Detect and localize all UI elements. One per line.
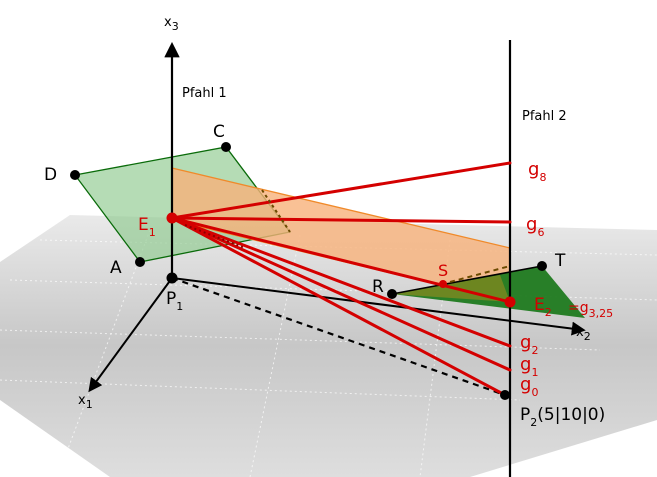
point-t <box>537 261 547 271</box>
label-c: C <box>213 122 225 142</box>
red-dotted-near-e1-b <box>261 189 291 233</box>
label-g2: g2 <box>520 332 538 357</box>
edge-r-t <box>391 265 543 295</box>
label-x1: x1 <box>78 393 93 411</box>
ground-line-p1-p2 <box>171 276 506 397</box>
label-r: R <box>372 277 384 297</box>
line-g2 <box>170 216 512 348</box>
label-t: T <box>554 251 566 271</box>
point-e1 <box>166 212 178 224</box>
point-r <box>387 289 397 299</box>
point-p1 <box>166 272 178 284</box>
line-g325 <box>170 216 512 304</box>
ground-grid <box>0 229 657 477</box>
label-e1: E1 <box>138 215 156 239</box>
red-dotted-near-e1 <box>184 224 246 249</box>
label-a: A <box>110 258 122 278</box>
point-e2 <box>504 296 516 308</box>
label-post-2: Pfahl 2 <box>522 109 567 124</box>
label-p2: P2(5|10|0) <box>520 405 605 429</box>
label-g6: g6 <box>526 214 544 239</box>
point-d <box>70 170 80 180</box>
x2-axis <box>171 277 586 336</box>
point-a <box>135 257 145 267</box>
label-post-1: Pfahl 1 <box>182 86 227 101</box>
label-x3: x3 <box>164 15 179 33</box>
point-c <box>221 142 231 152</box>
x1-axis <box>88 277 173 393</box>
label-d: D <box>44 165 57 185</box>
point-s <box>439 280 447 288</box>
line-g0 <box>170 216 507 397</box>
label-x2: x2 <box>576 325 591 343</box>
label-g1: g1 <box>520 354 538 379</box>
label-e2: E2 <box>534 295 552 319</box>
line-g1 <box>170 216 512 372</box>
line-g6 <box>170 216 512 224</box>
label-g325: =g3,25 <box>568 300 613 320</box>
label-s: S <box>438 261 448 280</box>
label-g8: g8 <box>528 159 546 184</box>
label-p1: P1 <box>166 289 183 313</box>
edge-t-dash <box>449 265 511 283</box>
point-p2 <box>500 390 510 400</box>
line-g8 <box>170 161 512 220</box>
red-lines <box>170 161 512 397</box>
label-g0: g0 <box>520 374 538 399</box>
